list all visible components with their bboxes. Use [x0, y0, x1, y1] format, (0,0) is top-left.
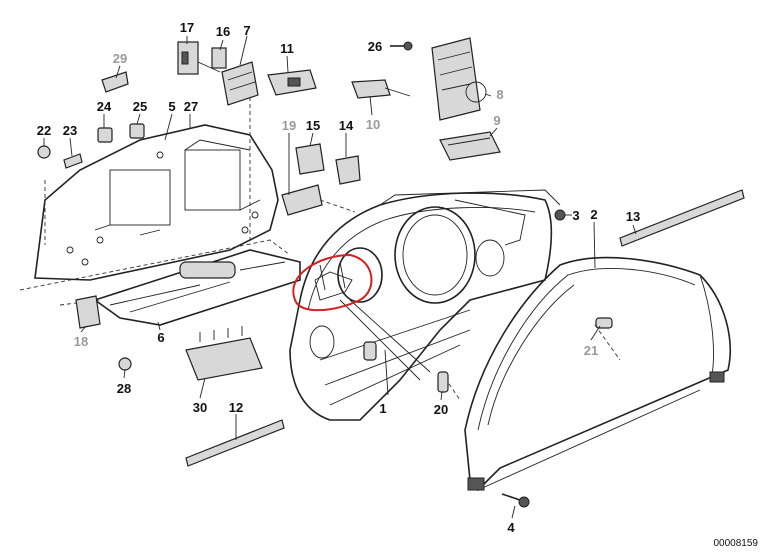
callout-label-2: 2 — [590, 207, 597, 222]
part-21-pin[interactable] — [595, 317, 613, 329]
leader-lines — [43, 35, 637, 519]
part-12-strip[interactable] — [185, 419, 285, 467]
part-30-connector[interactable] — [185, 326, 263, 381]
highlight-circle — [292, 253, 373, 312]
callout-label-12: 12 — [229, 400, 243, 415]
callout-label-22: 22 — [37, 123, 51, 138]
callout-label-15: 15 — [306, 118, 320, 133]
part-22-bulb[interactable] — [37, 145, 51, 159]
callout-label-10: 10 — [366, 117, 380, 132]
part-20-pin[interactable] — [437, 371, 449, 393]
callout-label-13: 13 — [626, 209, 640, 224]
callout-label-5: 5 — [168, 99, 175, 114]
callout-label-21: 21 — [584, 343, 598, 358]
part-16-clip[interactable] — [211, 47, 227, 69]
callout-label-7: 7 — [243, 23, 250, 38]
callout-label-8: 8 — [496, 87, 503, 102]
part-4-screw[interactable] — [501, 493, 530, 508]
assembly-guide-line — [594, 324, 621, 361]
part-11-switch[interactable] — [267, 69, 317, 96]
callout-label-1: 1 — [379, 401, 386, 416]
cluster-cover-frame[interactable] — [464, 256, 731, 492]
printed-circuit-carrier[interactable] — [34, 124, 279, 281]
part-29-bulb[interactable] — [101, 71, 129, 93]
instrument-cluster-housing[interactable] — [289, 189, 561, 421]
part-19-socket[interactable] — [281, 184, 323, 216]
callout-label-27: 27 — [184, 99, 198, 114]
callout-label-11: 11 — [280, 41, 294, 56]
part-8-module[interactable] — [431, 37, 487, 121]
callout-label-29: 29 — [113, 51, 127, 66]
part-14-clip[interactable] — [335, 155, 361, 185]
part-10-bulb-holder[interactable] — [351, 79, 411, 99]
callout-labels: 1 2 3 4 5 6 7 8 9 10 11 12 13 14 15 16 1… — [37, 20, 640, 535]
callout-label-6: 6 — [157, 330, 164, 345]
callout-label-23: 23 — [63, 123, 77, 138]
callout-label-26: 26 — [368, 39, 382, 54]
part-28-bulb[interactable] — [118, 357, 132, 371]
callout-label-30: 30 — [193, 400, 207, 415]
callout-label-3: 3 — [572, 208, 579, 223]
callout-label-20: 20 — [434, 402, 448, 417]
part-3-nut[interactable] — [554, 209, 566, 221]
callout-label-14: 14 — [339, 118, 354, 133]
diagram-reference-number: 00008159 — [714, 538, 759, 549]
part-13-strip[interactable] — [619, 189, 745, 247]
callout-label-4: 4 — [507, 520, 515, 535]
part-15-bracket[interactable] — [295, 143, 325, 175]
callout-label-19: 19 — [282, 118, 296, 133]
part-17-bulb-socket[interactable] — [177, 41, 221, 75]
callout-label-28: 28 — [117, 381, 131, 396]
callout-label-16: 16 — [216, 24, 230, 39]
part-7-connector[interactable] — [221, 61, 259, 106]
part-24-bulb[interactable] — [97, 127, 113, 143]
part-23-bulb[interactable] — [63, 153, 83, 169]
callout-label-9: 9 — [493, 113, 500, 128]
assembly-guide-line — [19, 239, 291, 291]
assembly-guide-line — [444, 377, 461, 401]
conductor-plate[interactable] — [93, 249, 301, 326]
part-18-clip[interactable] — [75, 295, 101, 329]
callout-label-17: 17 — [180, 20, 194, 35]
callout-label-24: 24 — [97, 99, 112, 114]
callout-label-18: 18 — [74, 334, 88, 349]
part-25-bulb[interactable] — [129, 123, 145, 139]
callout-label-25: 25 — [133, 99, 147, 114]
part-9-plate[interactable] — [439, 131, 501, 161]
assembly-guide-line — [319, 199, 356, 213]
